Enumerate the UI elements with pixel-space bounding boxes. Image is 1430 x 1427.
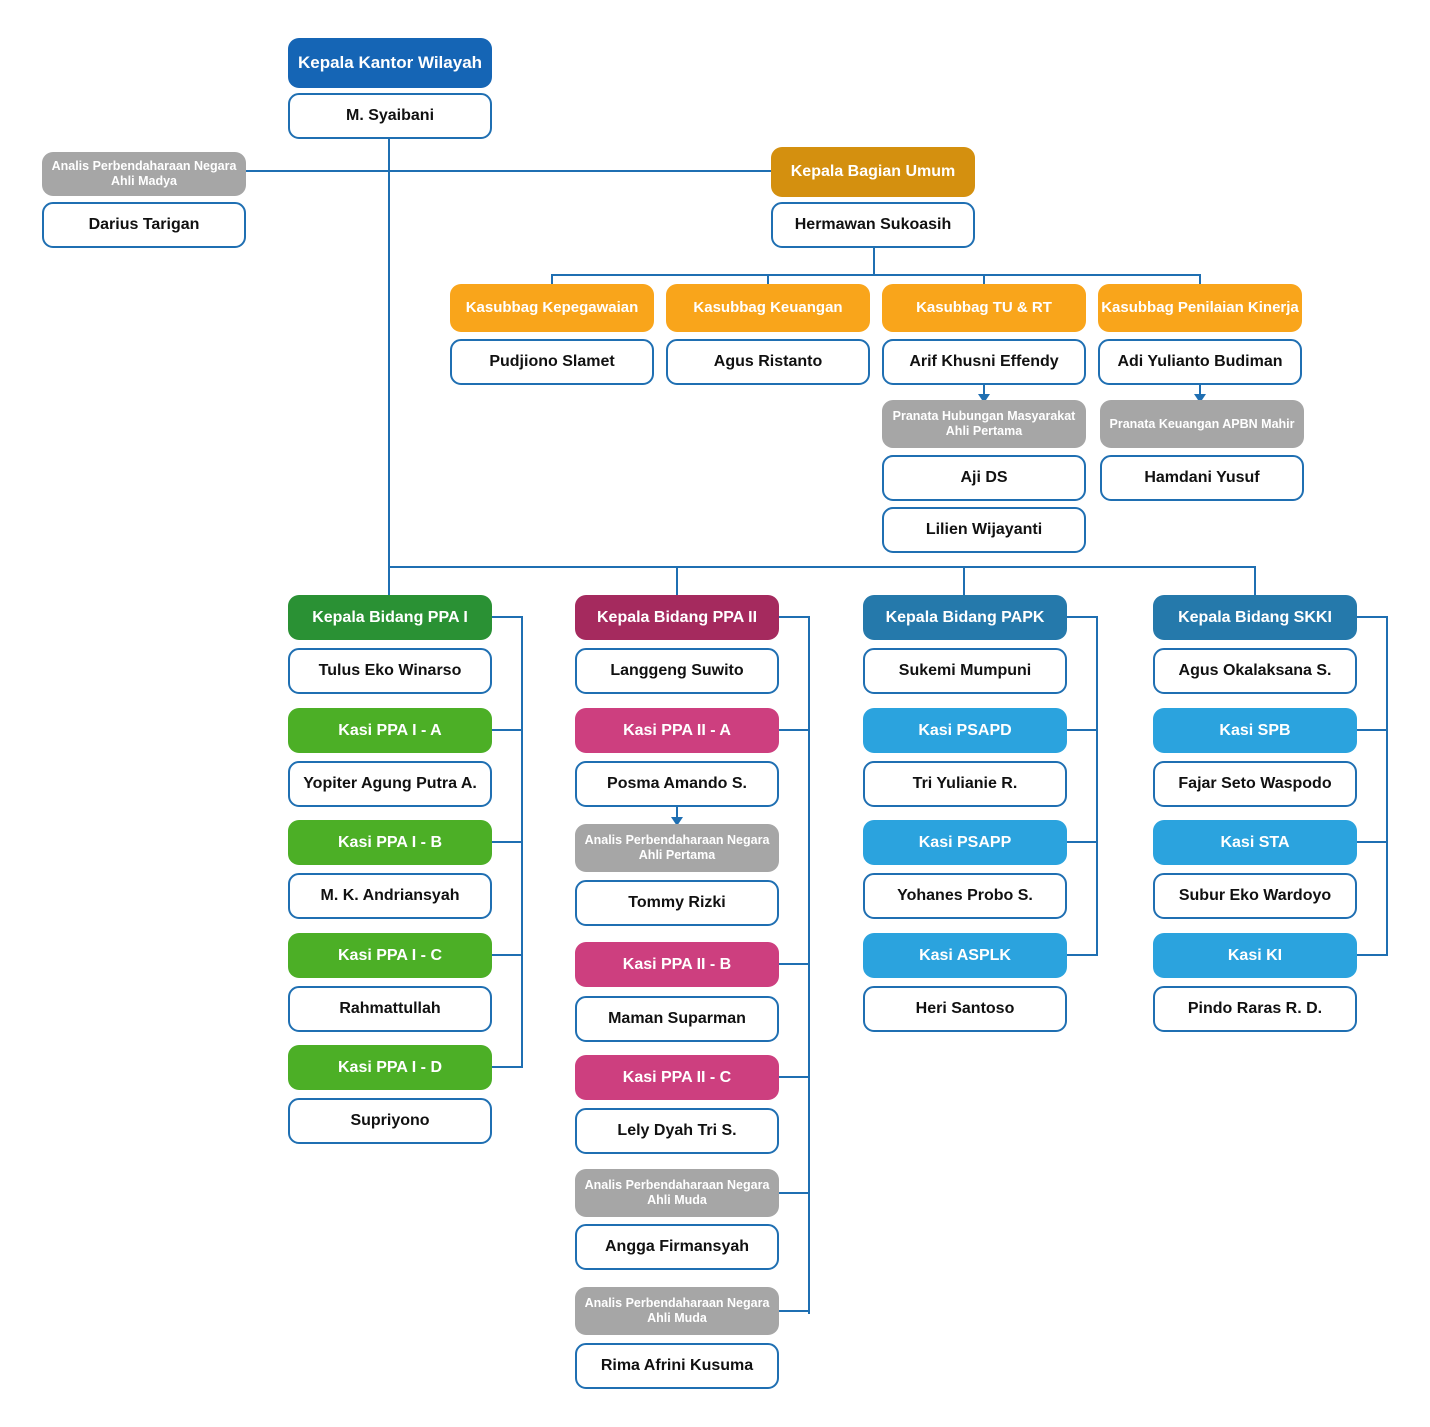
rail-ppa1-stub-2 xyxy=(492,841,523,844)
kasi-title-ki[interactable]: Kasi KI xyxy=(1153,933,1357,978)
subbag-drop-3 xyxy=(983,274,986,286)
subbag-staff-name-turt-0[interactable]: Aji DS xyxy=(882,455,1086,501)
bidang-title-skki[interactable]: Kepala Bidang SKKI xyxy=(1153,595,1357,640)
rail-ppa1-stub-0 xyxy=(492,616,523,619)
bidang-drop-3 xyxy=(963,566,966,596)
rail-papk-stub-0 xyxy=(1067,616,1098,619)
subbag-title-2[interactable]: Kasubbag TU & RT xyxy=(882,284,1086,332)
link-umum-horizontal xyxy=(144,170,784,173)
rail-skki xyxy=(1386,616,1389,956)
kasi-name-ppa1-b[interactable]: M. K. Andriansyah xyxy=(288,873,492,919)
kasi-name-ppa1-c[interactable]: Rahmattullah xyxy=(288,986,492,1032)
bidang-name-ppa2[interactable]: Langgeng Suwito xyxy=(575,648,779,694)
kasi-title-ppa1-b[interactable]: Kasi PPA I - B xyxy=(288,820,492,865)
subbag-name-3[interactable]: Adi Yulianto Budiman xyxy=(1098,339,1302,385)
subbag-staff-role-kinerja[interactable]: Pranata Keuangan APBN Mahir xyxy=(1100,400,1304,448)
kasi-name-ppa2-a[interactable]: Posma Amando S. xyxy=(575,761,779,807)
rail-ppa2-stub-4 xyxy=(779,1192,810,1195)
kasi-name-ki[interactable]: Pindo Raras R. D. xyxy=(1153,986,1357,1032)
head-office-name[interactable]: M. Syaibani xyxy=(288,93,492,139)
arrow-stem-turt xyxy=(983,383,986,396)
rail-ppa2-stub-2 xyxy=(779,963,810,966)
kasi-title-ppa2-c[interactable]: Kasi PPA II - C xyxy=(575,1055,779,1100)
bidang-drop-1 xyxy=(388,566,391,596)
rail-ppa2-stub-0 xyxy=(779,616,810,619)
arrow-stem-ppa2a xyxy=(676,806,679,819)
staff-name-ppa2-1[interactable]: Tommy Rizki xyxy=(575,880,779,926)
kasi-title-psapd[interactable]: Kasi PSAPD xyxy=(863,708,1067,753)
bagian-umum-title[interactable]: Kepala Bagian Umum xyxy=(771,147,975,197)
arrow-head-turt xyxy=(978,394,990,403)
kasi-title-asplk[interactable]: Kasi ASPLK xyxy=(863,933,1067,978)
rail-skki-stub-1 xyxy=(1357,729,1388,732)
rail-skki-stub-2 xyxy=(1357,841,1388,844)
subbag-name-0[interactable]: Pudjiono Slamet xyxy=(450,339,654,385)
subbag-drop-1 xyxy=(551,274,554,286)
arrow-head-ppa2a xyxy=(671,817,683,826)
subbag-name-2[interactable]: Arif Khusni Effendy xyxy=(882,339,1086,385)
kasi-title-spb[interactable]: Kasi SPB xyxy=(1153,708,1357,753)
kasi-title-ppa2-b[interactable]: Kasi PPA II - B xyxy=(575,942,779,987)
bidang-trunk xyxy=(388,566,1256,569)
rail-papk-stub-1 xyxy=(1067,729,1098,732)
staff-left-name[interactable]: Darius Tarigan xyxy=(42,202,246,248)
subbag-staff-role-turt[interactable]: Pranata Hubungan Masyarakat Ahli Pertama xyxy=(882,400,1086,448)
head-office-title[interactable]: Kepala Kantor Wilayah xyxy=(288,38,492,88)
staff-role-ppa2-1[interactable]: Analis Perbendaharaan Negara Ahli Pertam… xyxy=(575,824,779,872)
bidang-drop-4 xyxy=(1254,566,1257,596)
kasi-title-psapp[interactable]: Kasi PSAPP xyxy=(863,820,1067,865)
rail-ppa2-stub-1 xyxy=(779,729,810,732)
kasi-name-psapd[interactable]: Tri Yulianie R. xyxy=(863,761,1067,807)
rail-ppa1-stub-4 xyxy=(492,1066,523,1069)
kasi-name-ppa1-a[interactable]: Yopiter Agung Putra A. xyxy=(288,761,492,807)
arrow-head-kinerja xyxy=(1194,394,1206,403)
staff-name-ppa2-5[interactable]: Rima Afrini Kusuma xyxy=(575,1343,779,1389)
staff-role-ppa2-4[interactable]: Analis Perbendaharaan Negara Ahli Muda xyxy=(575,1169,779,1217)
spine-vertical xyxy=(388,138,391,568)
bidang-name-ppa1[interactable]: Tulus Eko Winarso xyxy=(288,648,492,694)
subbag-title-1[interactable]: Kasubbag Keuangan xyxy=(666,284,870,332)
rail-ppa1-stub-3 xyxy=(492,954,523,957)
bidang-name-skki[interactable]: Agus Okalaksana S. xyxy=(1153,648,1357,694)
bidang-name-papk[interactable]: Sukemi Mumpuni xyxy=(863,648,1067,694)
staff-role-ppa2-5[interactable]: Analis Perbendaharaan Negara Ahli Muda xyxy=(575,1287,779,1335)
bidang-title-ppa1[interactable]: Kepala Bidang PPA I xyxy=(288,595,492,640)
rail-ppa2-stub-5 xyxy=(779,1310,810,1313)
kasi-name-sta[interactable]: Subur Eko Wardoyo xyxy=(1153,873,1357,919)
rail-papk-stub-2 xyxy=(1067,841,1098,844)
bidang-drop-2 xyxy=(676,566,679,596)
rail-skki-stub-0 xyxy=(1357,616,1388,619)
kasi-name-ppa1-d[interactable]: Supriyono xyxy=(288,1098,492,1144)
bagian-umum-name[interactable]: Hermawan Sukoasih xyxy=(771,202,975,248)
umum-stem xyxy=(873,243,876,275)
kasi-title-ppa1-c[interactable]: Kasi PPA I - C xyxy=(288,933,492,978)
staff-left-role[interactable]: Analis Perbendaharaan Negara Ahli Madya xyxy=(42,152,246,196)
subbag-drop-2 xyxy=(767,274,770,286)
rail-ppa1-stub-1 xyxy=(492,729,523,732)
kasi-title-ppa1-d[interactable]: Kasi PPA I - D xyxy=(288,1045,492,1090)
kasi-name-spb[interactable]: Fajar Seto Waspodo xyxy=(1153,761,1357,807)
subbag-name-1[interactable]: Agus Ristanto xyxy=(666,339,870,385)
kasi-title-ppa2-a[interactable]: Kasi PPA II - A xyxy=(575,708,779,753)
kasi-title-sta[interactable]: Kasi STA xyxy=(1153,820,1357,865)
subbag-trunk xyxy=(551,274,1201,277)
kasi-name-ppa2-c[interactable]: Lely Dyah Tri S. xyxy=(575,1108,779,1154)
kasi-name-asplk[interactable]: Heri Santoso xyxy=(863,986,1067,1032)
rail-papk-stub-3 xyxy=(1067,954,1098,957)
subbag-drop-4 xyxy=(1199,274,1202,286)
rail-skki-stub-3 xyxy=(1357,954,1388,957)
rail-papk xyxy=(1096,616,1099,956)
kasi-name-ppa2-b[interactable]: Maman Suparman xyxy=(575,996,779,1042)
bidang-title-papk[interactable]: Kepala Bidang PAPK xyxy=(863,595,1067,640)
bidang-title-ppa2[interactable]: Kepala Bidang PPA II xyxy=(575,595,779,640)
subbag-title-0[interactable]: Kasubbag Kepegawaian xyxy=(450,284,654,332)
kasi-title-ppa1-a[interactable]: Kasi PPA I - A xyxy=(288,708,492,753)
subbag-staff-name-kinerja-0[interactable]: Hamdani Yusuf xyxy=(1100,455,1304,501)
rail-ppa2-stub-3 xyxy=(779,1076,810,1079)
subbag-title-3[interactable]: Kasubbag Penilaian Kinerja xyxy=(1098,284,1302,332)
arrow-stem-kinerja xyxy=(1199,383,1202,396)
kasi-name-psapp[interactable]: Yohanes Probo S. xyxy=(863,873,1067,919)
subbag-staff-name-turt-1[interactable]: Lilien Wijayanti xyxy=(882,507,1086,553)
staff-name-ppa2-4[interactable]: Angga Firmansyah xyxy=(575,1224,779,1270)
